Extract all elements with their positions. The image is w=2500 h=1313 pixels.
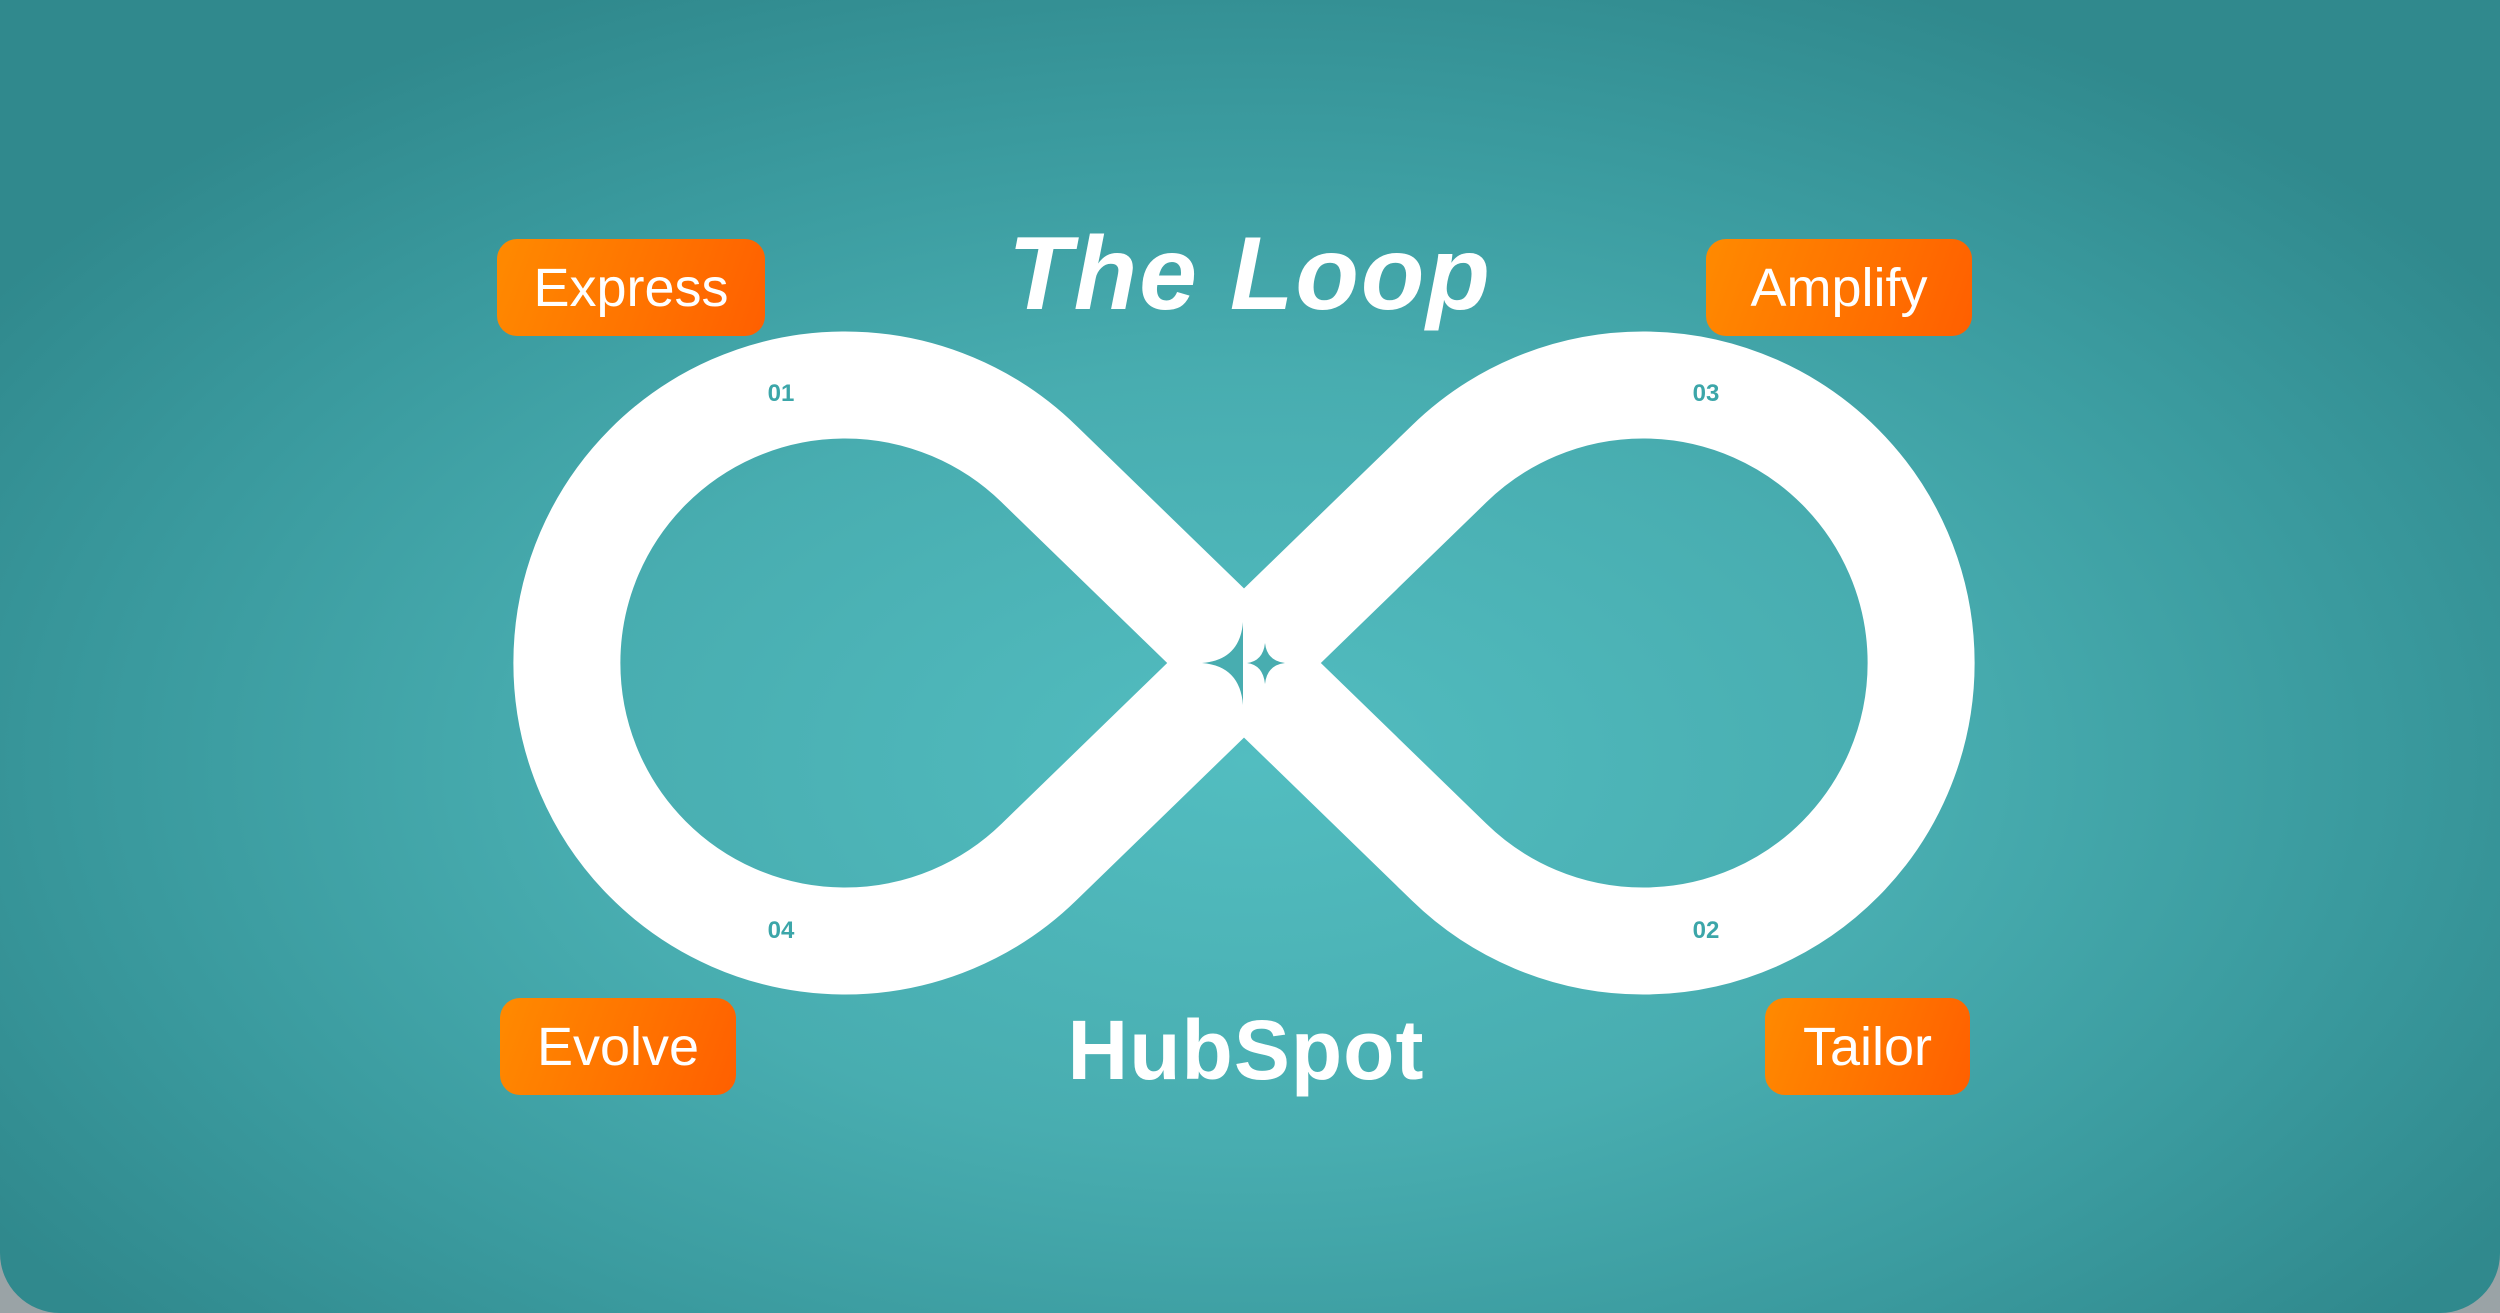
stage-tag-express: Express bbox=[497, 239, 765, 336]
stage-number-04: 04 bbox=[767, 917, 795, 944]
stage-tag-tailor: Tailor bbox=[1765, 998, 1970, 1095]
stage-number-03: 03 bbox=[1692, 380, 1720, 407]
stage-tag-amplify: Amplify bbox=[1706, 239, 1972, 336]
stage-number-01: 01 bbox=[767, 380, 795, 407]
sparkle-icon bbox=[1202, 622, 1285, 705]
hubspot-logo: HubSpot bbox=[1067, 1002, 1425, 1097]
stage-tag-evolve: Evolve bbox=[500, 998, 736, 1095]
page-title: The Loop bbox=[1008, 216, 1492, 332]
stage-number-02: 02 bbox=[1692, 917, 1720, 944]
infinity-shape bbox=[513, 331, 1975, 995]
